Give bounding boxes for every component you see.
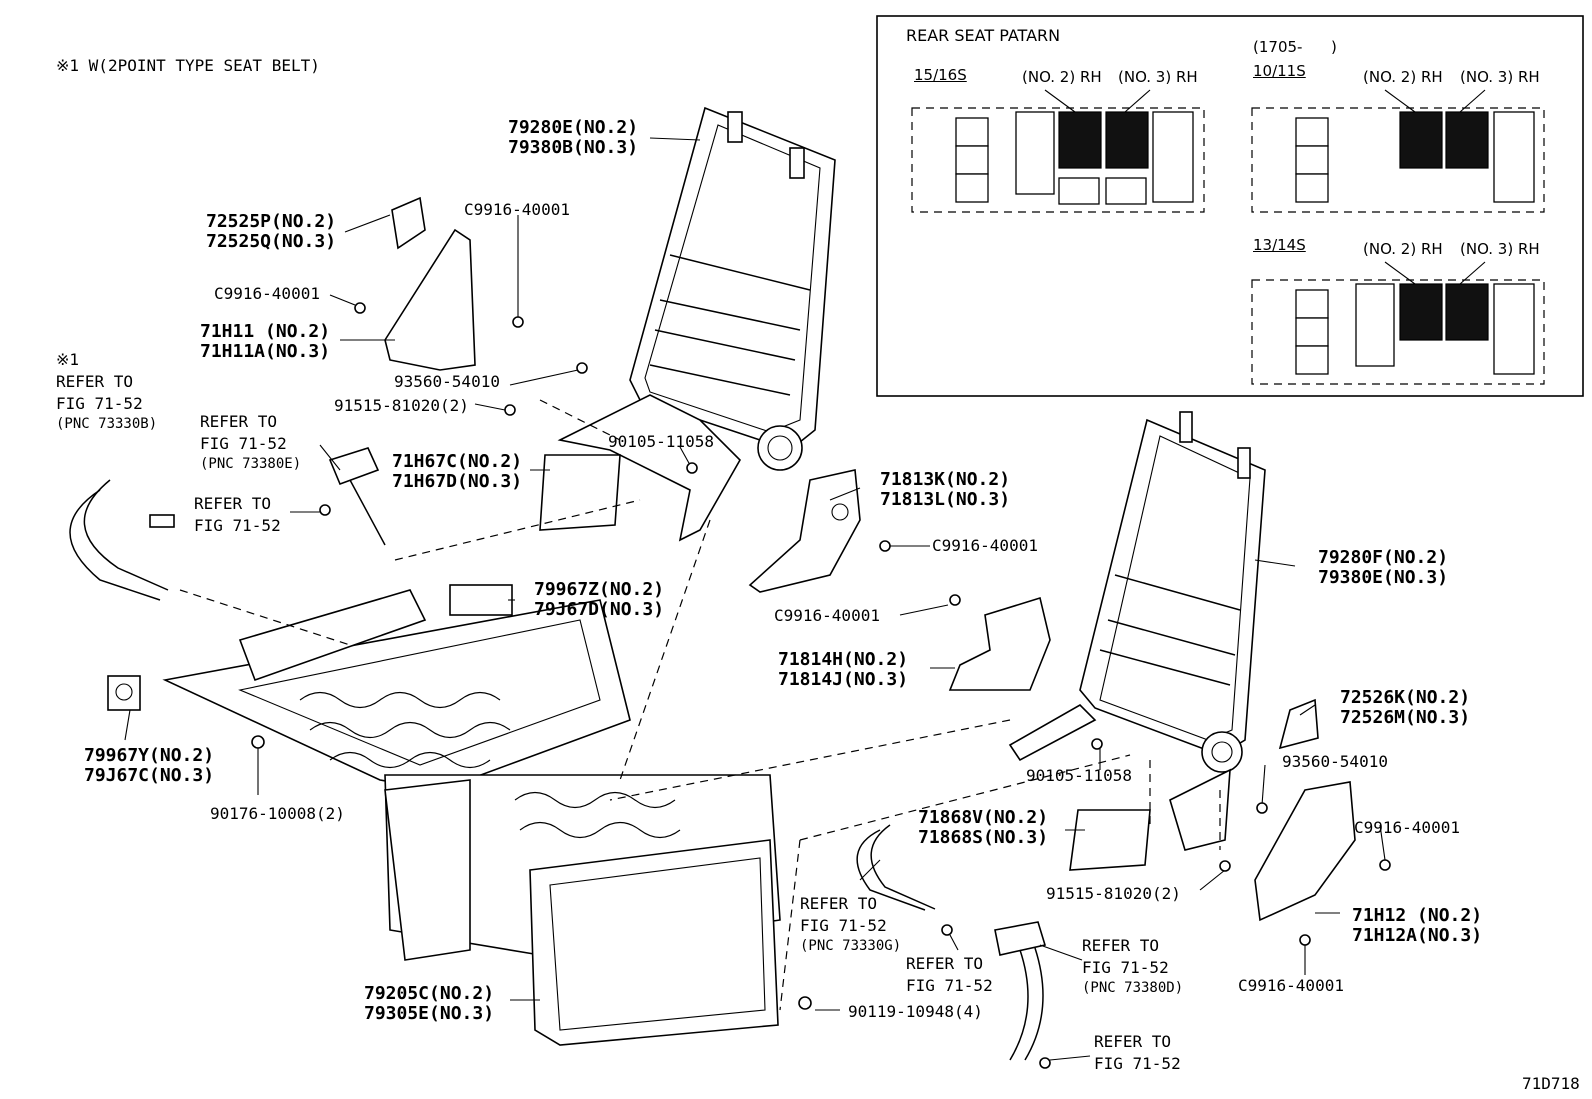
ref2-pnc: (PNC 73380E)	[200, 456, 302, 472]
part-79305E: 79305E(NO.3)	[364, 1003, 495, 1024]
ref4-line2: FIG 71-52	[800, 916, 887, 935]
legend-group-1: 15/16S	[914, 66, 967, 84]
legend-title: REAR SEAT PATARN	[906, 26, 1061, 45]
legend-group-3-no3: (NO. 3) RH	[1460, 240, 1540, 258]
ref7-line1: REFER TO	[1094, 1032, 1172, 1051]
legend-box	[876, 15, 1584, 397]
part-79380B: 79380B(NO.3)	[508, 137, 639, 158]
ref5-line2: FIG 71-52	[906, 976, 993, 995]
part-90176: 90176-10008(2)	[210, 804, 345, 823]
ref4-line1: REFER TO	[800, 894, 878, 913]
bolts	[251, 302, 1391, 1069]
ref7-line2: FIG 71-52	[1094, 1054, 1181, 1073]
part-79J67C: 79J67C(NO.3)	[84, 765, 215, 786]
seatback-frame-upper	[557, 106, 836, 542]
legend-group-3: 13/14S	[1253, 236, 1306, 254]
legend-group-1-no2: (NO. 2) RH	[1022, 68, 1102, 86]
part-79380E: 79380E(NO.3)	[1318, 567, 1449, 588]
part-93560-b: 93560-54010	[1282, 752, 1388, 771]
part-71814H: 71814H(NO.2)	[778, 649, 909, 670]
part-91515-a: 91515-81020(2)	[334, 396, 469, 415]
part-72525Q: 72525Q(NO.3)	[206, 231, 337, 252]
part-90105-a: 90105-11058	[608, 432, 714, 451]
part-91515-b: 91515-81020(2)	[1046, 884, 1181, 903]
ref1-line2: FIG 71-52	[56, 394, 143, 413]
ref4-pnc: (PNC 73330G)	[800, 938, 902, 954]
legend-group-3-no2: (NO. 2) RH	[1363, 240, 1443, 258]
part-79205C: 79205C(NO.2)	[364, 983, 495, 1004]
legend-group-2: 10/11S	[1253, 62, 1306, 80]
part-72526M: 72526M(NO.3)	[1340, 707, 1471, 728]
part-71H67C: 71H67C(NO.2)	[392, 451, 523, 472]
seat-cushion-frame	[107, 584, 781, 1046]
part-c9916-f: C9916-40001	[1238, 976, 1344, 995]
part-71868V: 71868V(NO.2)	[918, 807, 1049, 828]
ref3-line1: REFER TO	[194, 494, 272, 513]
part-79967Z: 79967Z(NO.2)	[534, 579, 665, 600]
ref6-pnc: (PNC 73380D)	[1082, 980, 1184, 996]
part-71H12: 71H12 (NO.2)	[1352, 905, 1483, 926]
legend-group-2-no3: (NO. 3) RH	[1460, 68, 1540, 86]
part-79J67D: 79J67D(NO.3)	[534, 599, 665, 620]
part-c9916-d: C9916-40001	[774, 606, 880, 625]
part-71H11: 71H11 (NO.2)	[200, 321, 331, 342]
part-79967Y: 79967Y(NO.2)	[84, 745, 215, 766]
ref1-pnc: (PNC 73330B)	[56, 416, 158, 432]
part-71H12A: 71H12A(NO.3)	[1352, 925, 1483, 946]
ref5-line1: REFER TO	[906, 954, 984, 973]
part-79280F: 79280F(NO.2)	[1318, 547, 1449, 568]
part-93560-a: 93560-54010	[394, 372, 500, 391]
assembly-dashed-lines	[179, 399, 1221, 1011]
part-72526K: 72526K(NO.2)	[1340, 687, 1471, 708]
part-79280E: 79280E(NO.2)	[508, 117, 639, 138]
misc-parts	[69, 196, 1356, 1061]
part-90119: 90119-10948(4)	[848, 1002, 983, 1021]
part-71H67D: 71H67D(NO.3)	[392, 471, 523, 492]
part-c9916-b: C9916-40001	[214, 284, 320, 303]
part-c9916-a: C9916-40001	[464, 200, 570, 219]
part-c9916-c: C9916-40001	[932, 536, 1038, 555]
ref1-mark: ※1	[56, 350, 80, 369]
ref6-line2: FIG 71-52	[1082, 958, 1169, 977]
part-90105-b: 90105-11058	[1026, 766, 1132, 785]
ref6-line1: REFER TO	[1082, 936, 1160, 955]
leader-lines	[124, 137, 1386, 1061]
part-71813L: 71813L(NO.3)	[880, 489, 1011, 510]
header-note: ※1 W(2POINT TYPE SEAT BELT)	[56, 56, 320, 75]
ref1-line1: REFER TO	[56, 372, 134, 391]
seatback-frame-lower	[1008, 411, 1266, 851]
part-71813K: 71813K(NO.2)	[880, 469, 1011, 490]
diagram-id: 71D718	[1522, 1074, 1580, 1093]
ref2-line1: REFER TO	[200, 412, 278, 431]
legend-group-1-no3: (NO. 3) RH	[1118, 68, 1198, 86]
legend-range: (1705- )	[1253, 38, 1337, 56]
part-71868S: 71868S(NO.3)	[918, 827, 1049, 848]
part-c9916-e: C9916-40001	[1354, 818, 1460, 837]
ref3-line2: FIG 71-52	[194, 516, 281, 535]
part-71814J: 71814J(NO.3)	[778, 669, 909, 690]
ref2-line2: FIG 71-52	[200, 434, 287, 453]
part-71H11A: 71H11A(NO.3)	[200, 341, 331, 362]
legend-group-2-no2: (NO. 2) RH	[1363, 68, 1443, 86]
part-72525P: 72525P(NO.2)	[206, 211, 337, 232]
